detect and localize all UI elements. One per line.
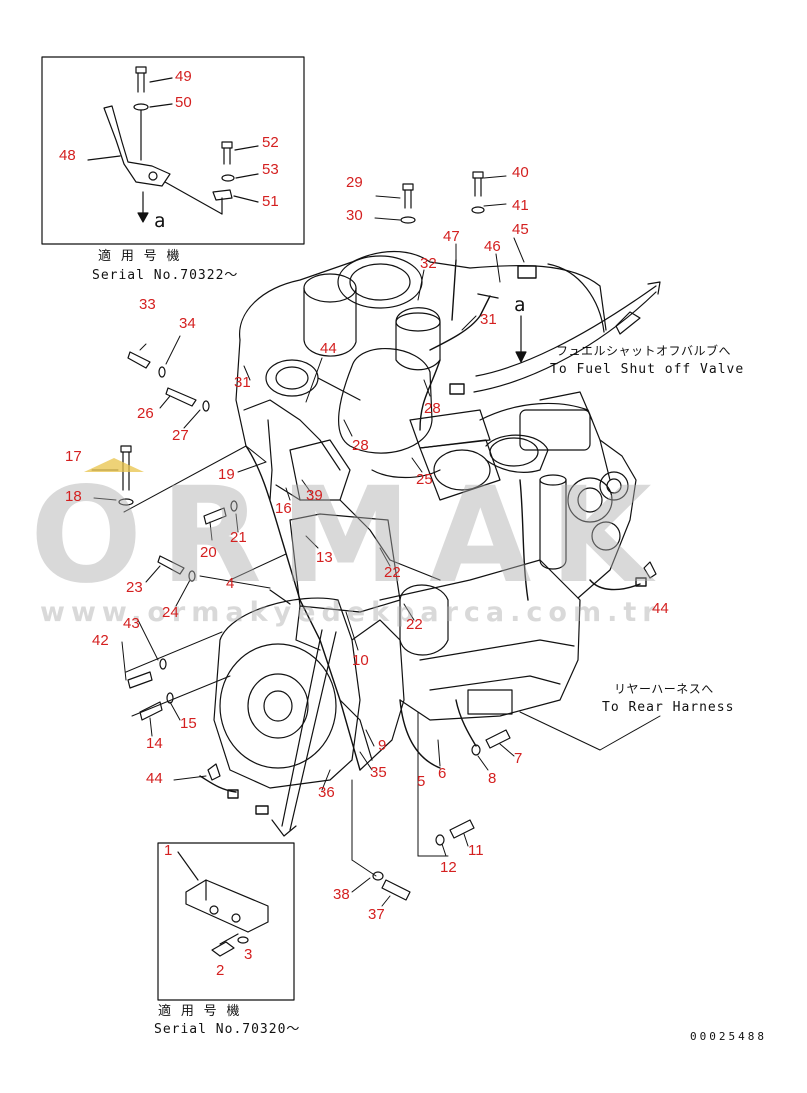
main-arrow-label: a [514, 294, 527, 316]
watermark-url: www.ormakyedekparca.com.tr [40, 597, 662, 628]
inset-top-parts [87, 66, 259, 223]
callout-7: 7 [514, 750, 523, 767]
callout-27: 27 [172, 427, 189, 444]
direction-arrows [269, 263, 661, 837]
drawing-number: 00025488 [690, 1030, 767, 1043]
callout-23: 23 [126, 579, 143, 596]
callout-38: 38 [333, 886, 350, 903]
callout-13: 13 [316, 549, 333, 566]
callout-11: 11 [468, 842, 484, 859]
callout-22: 22 [384, 564, 401, 581]
callout-50: 50 [175, 94, 192, 111]
callout-46: 46 [484, 238, 501, 255]
rear-harness-note-jp: リヤーハーネスへ [614, 682, 714, 696]
callout-26: 26 [137, 405, 154, 422]
callout-29: 29 [346, 174, 363, 191]
callout-37: 37 [368, 906, 385, 923]
callout-53: 53 [262, 161, 279, 178]
callout-32: 32 [420, 255, 437, 272]
callout-44: 44 [146, 770, 163, 787]
callout-40: 40 [512, 164, 529, 181]
callout-16: 16 [275, 500, 292, 517]
callout-30: 30 [346, 207, 363, 224]
callout-33: 33 [139, 296, 156, 313]
watermark-brand: ORMAK [30, 459, 670, 613]
callout-35: 35 [370, 764, 387, 781]
callout-44: 44 [652, 600, 669, 617]
callout-41: 41 [512, 197, 529, 214]
callout-52: 52 [262, 134, 279, 151]
callout-2: 2 [216, 962, 225, 979]
callout-42: 42 [92, 632, 109, 649]
inset-bottom-frame [157, 842, 295, 1001]
wiring-harness [199, 259, 647, 815]
callout-18: 18 [65, 488, 82, 505]
callout-22: 22 [406, 616, 423, 633]
callout-9: 9 [378, 737, 387, 754]
callout-15: 15 [180, 715, 197, 732]
leader-lines [91, 175, 661, 907]
inset-bottom-serial-jp: 適 用 号 機 [158, 1004, 241, 1019]
callout-4: 4 [226, 575, 235, 592]
callout-17: 17 [65, 448, 82, 465]
inset-top-serial-jp: 適 用 号 機 [98, 249, 181, 264]
inset-top-frame [41, 56, 305, 245]
callout-39: 39 [306, 487, 323, 504]
callout-3: 3 [244, 946, 253, 963]
callout-25: 25 [416, 471, 433, 488]
callout-43: 43 [123, 615, 140, 632]
callout-34: 34 [179, 315, 196, 332]
callout-10: 10 [352, 652, 369, 669]
fuel-valve-note-jp: フュエルシャットオフバルブへ [556, 344, 732, 358]
callout-1: 1 [164, 842, 173, 859]
callout-6: 6 [438, 765, 447, 782]
watermark-accent-icon [84, 458, 144, 472]
callout-44: 44 [320, 340, 337, 357]
engine-assembly [213, 250, 637, 789]
inset-top-arrow-label: a [154, 210, 167, 232]
callout-31: 31 [480, 311, 497, 328]
callout-36: 36 [318, 784, 335, 801]
callout-49: 49 [175, 68, 192, 85]
callout-12: 12 [440, 859, 457, 876]
callout-19: 19 [218, 466, 235, 483]
callout-28: 28 [424, 400, 441, 417]
callout-21: 21 [230, 529, 247, 546]
callout-8: 8 [488, 770, 497, 787]
inset-bottom-parts [177, 851, 269, 957]
fuel-valve-note-en: To Fuel Shut off Valve [550, 362, 745, 377]
callout-45: 45 [512, 221, 529, 238]
callout-31: 31 [234, 374, 251, 391]
callout-14: 14 [146, 735, 163, 752]
callout-28: 28 [352, 437, 369, 454]
rear-harness-note-en: To Rear Harness [602, 700, 735, 715]
callout-5: 5 [417, 773, 426, 790]
inset-bottom-serial: Serial No.70320～ [154, 1022, 301, 1037]
callout-20: 20 [200, 544, 217, 561]
callout-48: 48 [59, 147, 76, 164]
inset-top-serial: Serial No.70322～ [92, 268, 239, 283]
callout-24: 24 [162, 604, 179, 621]
callout-47: 47 [443, 228, 460, 245]
callout-51: 51 [262, 193, 279, 210]
